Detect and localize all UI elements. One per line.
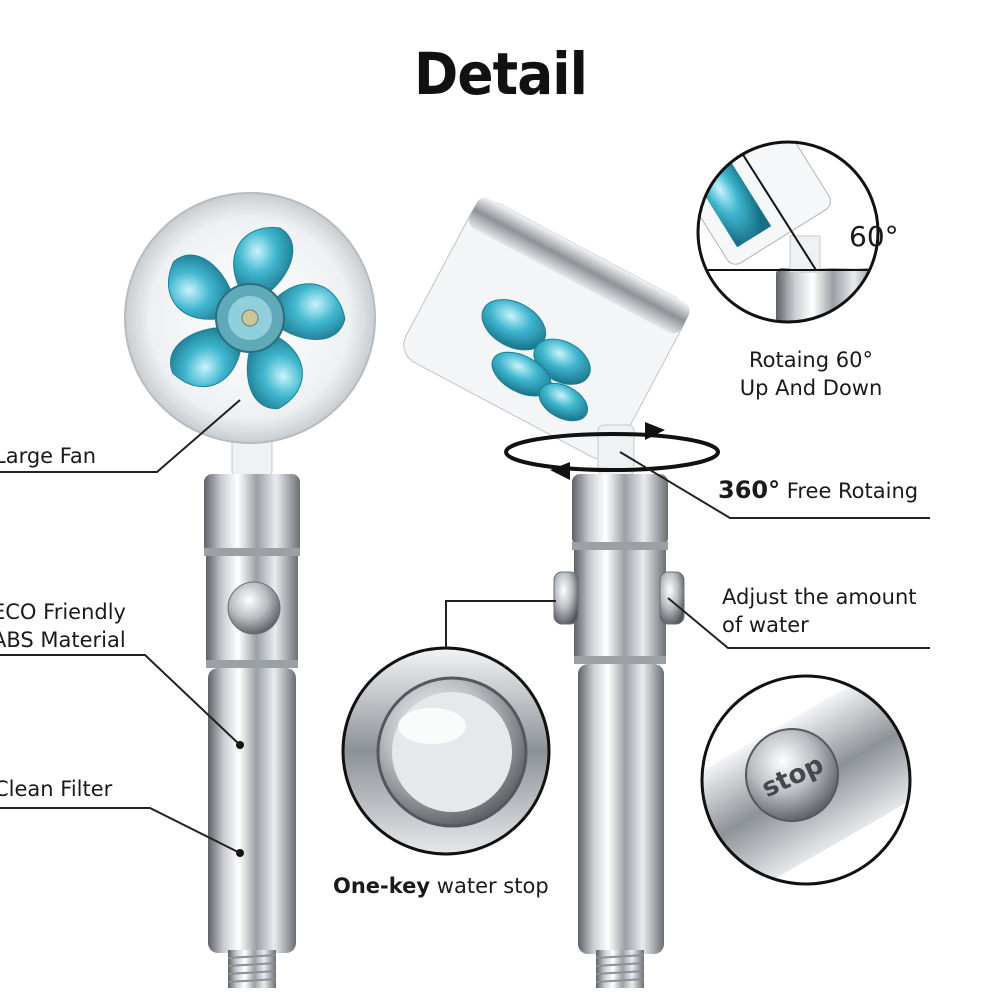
one-key-label: One-key water stop	[333, 872, 549, 900]
rotate60-line-2: Up And Down	[739, 376, 883, 400]
rotate60-line-1: Rotaing 60°	[749, 348, 873, 372]
left-shower-head	[124, 192, 376, 988]
large-fan-label: Large Fan	[0, 444, 97, 468]
rotate-360-bold: 360°	[718, 476, 781, 504]
eco-line-1: ECO Friendly	[0, 600, 126, 624]
adjust-line-1: Adjust the amount	[722, 585, 917, 609]
water-stop-button	[227, 581, 281, 635]
leader-lines	[0, 399, 930, 854]
fan-blades	[168, 227, 346, 409]
rotating-60-label: Rotaing 60° Up And Down	[731, 346, 891, 402]
clean-filter-label: Clean Filter	[0, 777, 113, 801]
page-title: Detail	[413, 40, 588, 108]
stop-button-detail: stop	[700, 674, 912, 886]
one-key-bold: One-key	[333, 874, 431, 898]
rotation-ring	[504, 432, 720, 472]
eco-line-2: ABS Material	[0, 628, 126, 652]
adjust-water-label: Adjust the amount of water	[722, 583, 917, 639]
rotate-360-text: Free Rotaing	[786, 479, 919, 503]
right-shower-head	[403, 197, 720, 988]
one-key-button-detail	[341, 646, 551, 856]
angle-60-label: 60°	[849, 220, 899, 253]
rotate-360-label: 360° Free Rotaing	[718, 476, 918, 505]
eco-friendly-label: ECO Friendly ABS Material	[0, 598, 126, 654]
adjust-line-2: of water	[722, 613, 809, 637]
one-key-text: water stop	[436, 874, 549, 898]
